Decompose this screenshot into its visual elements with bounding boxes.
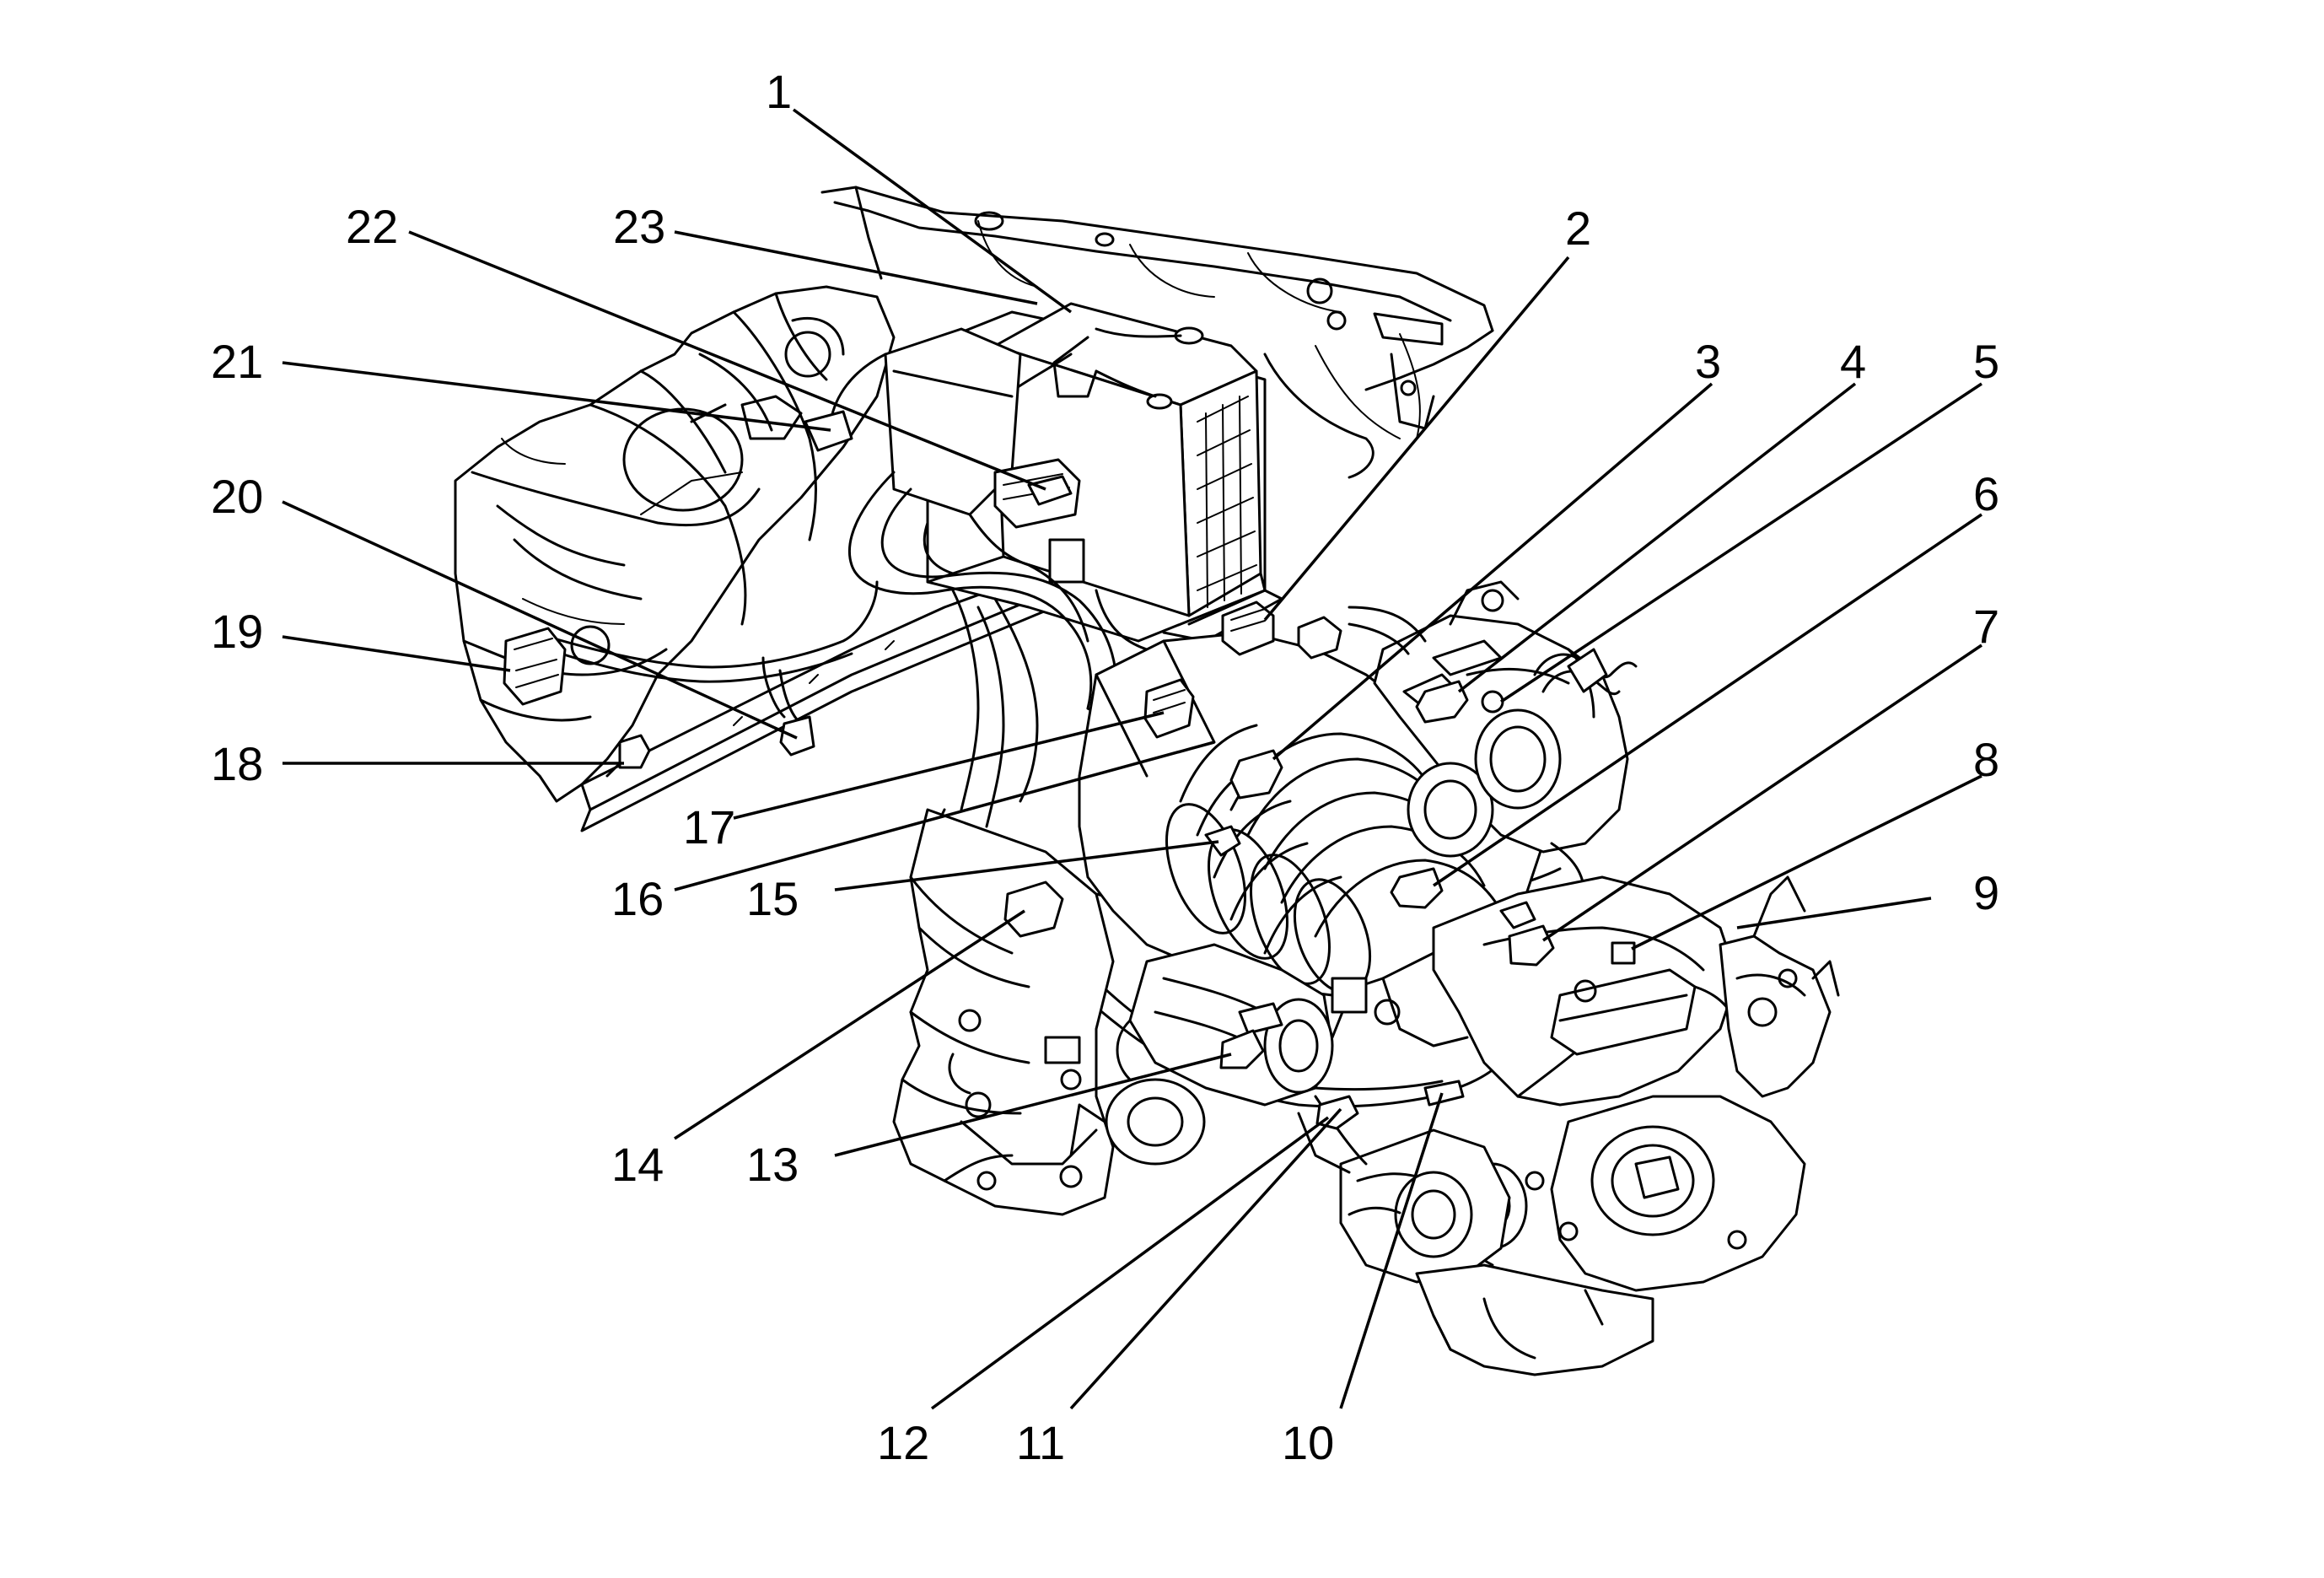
- callout-1: 1: [766, 65, 792, 118]
- callout-17: 17: [683, 800, 735, 854]
- callout-18: 18: [211, 737, 263, 790]
- leader-lines: [282, 108, 1982, 1410]
- callout-4: 4: [1840, 335, 1866, 388]
- callout-12: 12: [877, 1416, 929, 1469]
- callout-3: 3: [1695, 335, 1721, 388]
- callout-11: 11: [1016, 1416, 1065, 1469]
- callout-2: 2: [1565, 202, 1591, 255]
- engine-compartment-drawing: [454, 186, 1840, 1376]
- throttle-body: [1348, 580, 1638, 904]
- callout-6: 6: [1973, 467, 1999, 520]
- starter-motor: [1116, 943, 1334, 1107]
- callout-20: 20: [211, 470, 263, 523]
- callout-13: 13: [746, 1138, 799, 1191]
- connectors: [503, 410, 1636, 1130]
- callout-14: 14: [611, 1138, 664, 1191]
- callout-21: 21: [211, 335, 263, 388]
- callout-7: 7: [1973, 600, 1999, 653]
- callout-22: 22: [346, 200, 398, 253]
- callout-15: 15: [746, 872, 799, 925]
- strut-tower: [454, 285, 896, 803]
- callout-9: 9: [1973, 866, 1999, 919]
- callout-5: 5: [1973, 335, 1999, 388]
- callout-8: 8: [1973, 733, 1999, 786]
- callout-16: 16: [611, 872, 664, 925]
- callout-19: 19: [211, 605, 263, 658]
- cowl-panel: [820, 186, 1494, 624]
- callout-23: 23: [613, 200, 665, 253]
- callout-10: 10: [1282, 1416, 1334, 1469]
- callout-labels: 1 2 3 4 5 6 7 8 9 10 11 12 13 14 15 16 1…: [211, 65, 1999, 1469]
